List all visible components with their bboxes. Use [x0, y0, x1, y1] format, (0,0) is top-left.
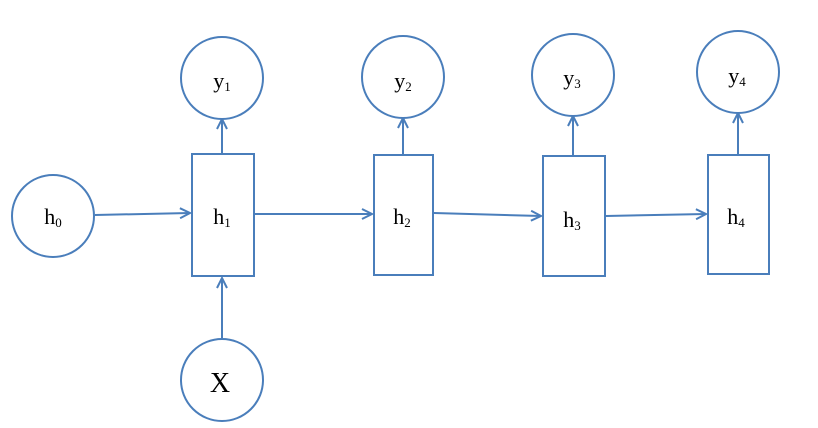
node-y1-shape [180, 36, 264, 120]
node-h2-shape [373, 154, 434, 276]
node-y4-label: y4 [728, 63, 746, 89]
node-h1-label: h1 [213, 204, 231, 230]
edge-h0-h1 [94, 213, 190, 215]
node-h1-shape [191, 153, 255, 277]
node-h4: h4 [707, 154, 770, 275]
node-y3-shape [531, 33, 615, 117]
node-y1: y1 [180, 36, 264, 120]
node-x: X [180, 338, 264, 422]
node-h2: h2 [373, 154, 434, 276]
node-h2-label: h2 [393, 204, 411, 230]
node-y4-shape [696, 30, 780, 114]
node-h3-shape [542, 155, 606, 277]
node-x-shape [180, 338, 264, 422]
node-x-label: X [210, 368, 230, 399]
node-y4: y4 [696, 30, 780, 114]
node-y2: y2 [361, 35, 445, 119]
node-h4-label: h4 [727, 204, 745, 230]
edge-h2-h3 [433, 213, 541, 216]
edge-h3-h4 [605, 214, 706, 216]
node-h4-shape [707, 154, 770, 275]
node-y3: y3 [531, 33, 615, 117]
node-y3-label: y3 [563, 65, 581, 91]
node-y1-label: y1 [213, 68, 231, 94]
node-h1: h1 [191, 153, 255, 277]
node-h0: h0 [11, 174, 95, 258]
node-h0-shape [11, 174, 95, 258]
node-h3-label: h3 [563, 207, 581, 233]
node-h0-label: h0 [44, 204, 62, 230]
node-y2-label: y2 [394, 68, 412, 94]
node-h3: h3 [542, 155, 606, 277]
node-y2-shape [361, 35, 445, 119]
